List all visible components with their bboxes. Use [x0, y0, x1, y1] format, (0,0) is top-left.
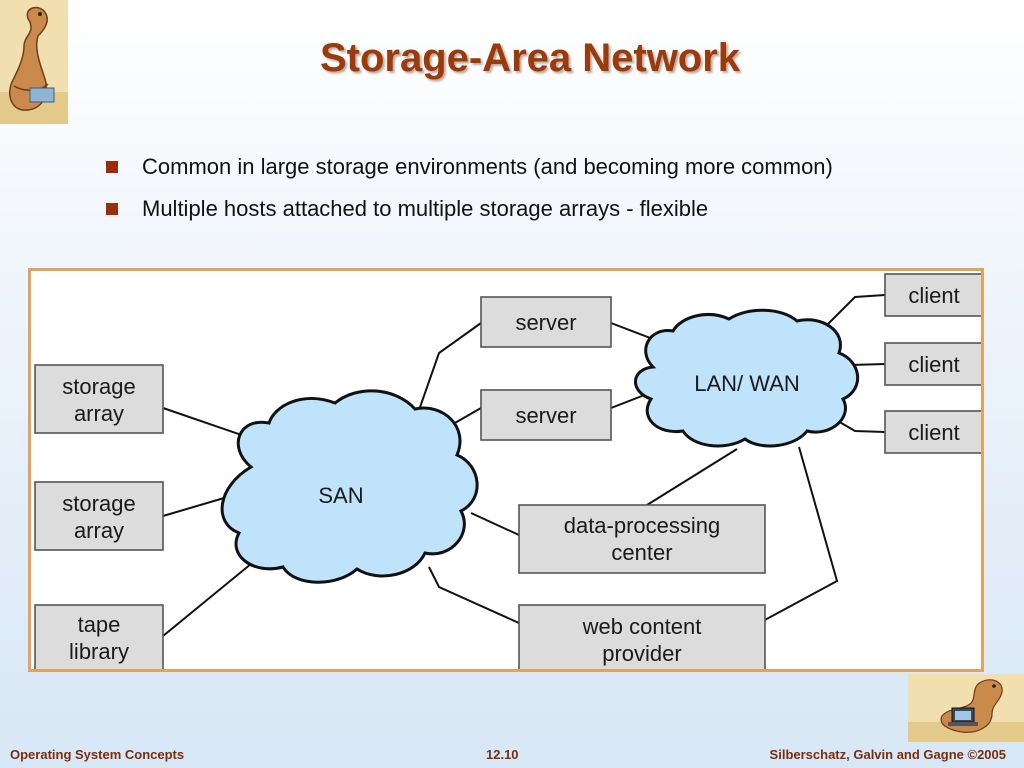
square-bullet-icon [106, 203, 118, 215]
client-label: client [908, 352, 959, 377]
link-lan-client2 [850, 363, 886, 366]
link-san-dataproc [470, 512, 520, 536]
data-processing-center-node: data-processing center [518, 504, 766, 574]
link-lan-webcontent [762, 446, 839, 622]
footer-left: Operating System Concepts [10, 747, 185, 762]
san-label: SAN [318, 483, 363, 508]
link-lan-dataproc [646, 448, 738, 506]
lan-wan-label: LAN/ WAN [694, 371, 800, 396]
server-node-2: server [480, 389, 612, 441]
link-server2-lan [610, 393, 648, 409]
client-node-2: client [884, 342, 981, 386]
dinosaur-laptop-mascot-icon [908, 674, 1024, 742]
link-san-webcontent [428, 566, 520, 624]
web-content-label: provider [602, 641, 681, 666]
bullet-text: Multiple hosts attached to multiple stor… [142, 196, 709, 221]
server-node-1: server [480, 296, 612, 348]
client-node-1: client [884, 273, 981, 317]
san-cloud [220, 389, 479, 584]
web-content-label: web content [582, 614, 702, 639]
storage-array-label: array [74, 401, 124, 426]
san-diagram-canvas: SAN LAN/ WAN storage array storage array… [34, 273, 981, 669]
link-tape-san [162, 558, 258, 637]
tape-library-label: tape [78, 612, 121, 637]
server-label: server [515, 310, 576, 335]
storage-array-node-2: storage array [34, 481, 164, 551]
client-node-3: client [884, 410, 981, 454]
web-content-provider-node: web content provider [518, 604, 766, 669]
tape-library-label: library [69, 639, 129, 664]
bullet-text: Common in large storage environments (an… [142, 154, 833, 179]
data-processing-label: data-processing [564, 513, 721, 538]
link-lan-client1 [818, 294, 886, 334]
square-bullet-icon [106, 161, 118, 173]
client-label: client [908, 420, 959, 445]
dinosaur-mascot-icon [0, 0, 68, 124]
client-label: client [908, 283, 959, 308]
storage-array-label: storage [62, 491, 135, 516]
link-server1-lan [610, 322, 654, 340]
storage-array-node-1: storage array [34, 364, 164, 434]
link-san-server1 [410, 322, 482, 434]
bullet-list: Common in large storage environments (an… [104, 152, 864, 236]
lan-wan-cloud [634, 308, 860, 448]
storage-array-label: array [74, 518, 124, 543]
tape-library-node: tape library [34, 604, 164, 669]
bullet-item: Common in large storage environments (an… [104, 152, 864, 182]
san-diagram: SAN LAN/ WAN storage array storage array… [28, 268, 984, 672]
data-processing-label: center [611, 540, 672, 565]
storage-array-label: storage [62, 374, 135, 399]
server-label: server [515, 403, 576, 428]
footer-right: Silberschatz, Galvin and Gagne ©2005 [769, 747, 1006, 762]
slide-title: Storage-Area Network [319, 36, 741, 80]
footer-page-number: 12.10 [486, 747, 519, 762]
bullet-item: Multiple hosts attached to multiple stor… [104, 194, 864, 224]
